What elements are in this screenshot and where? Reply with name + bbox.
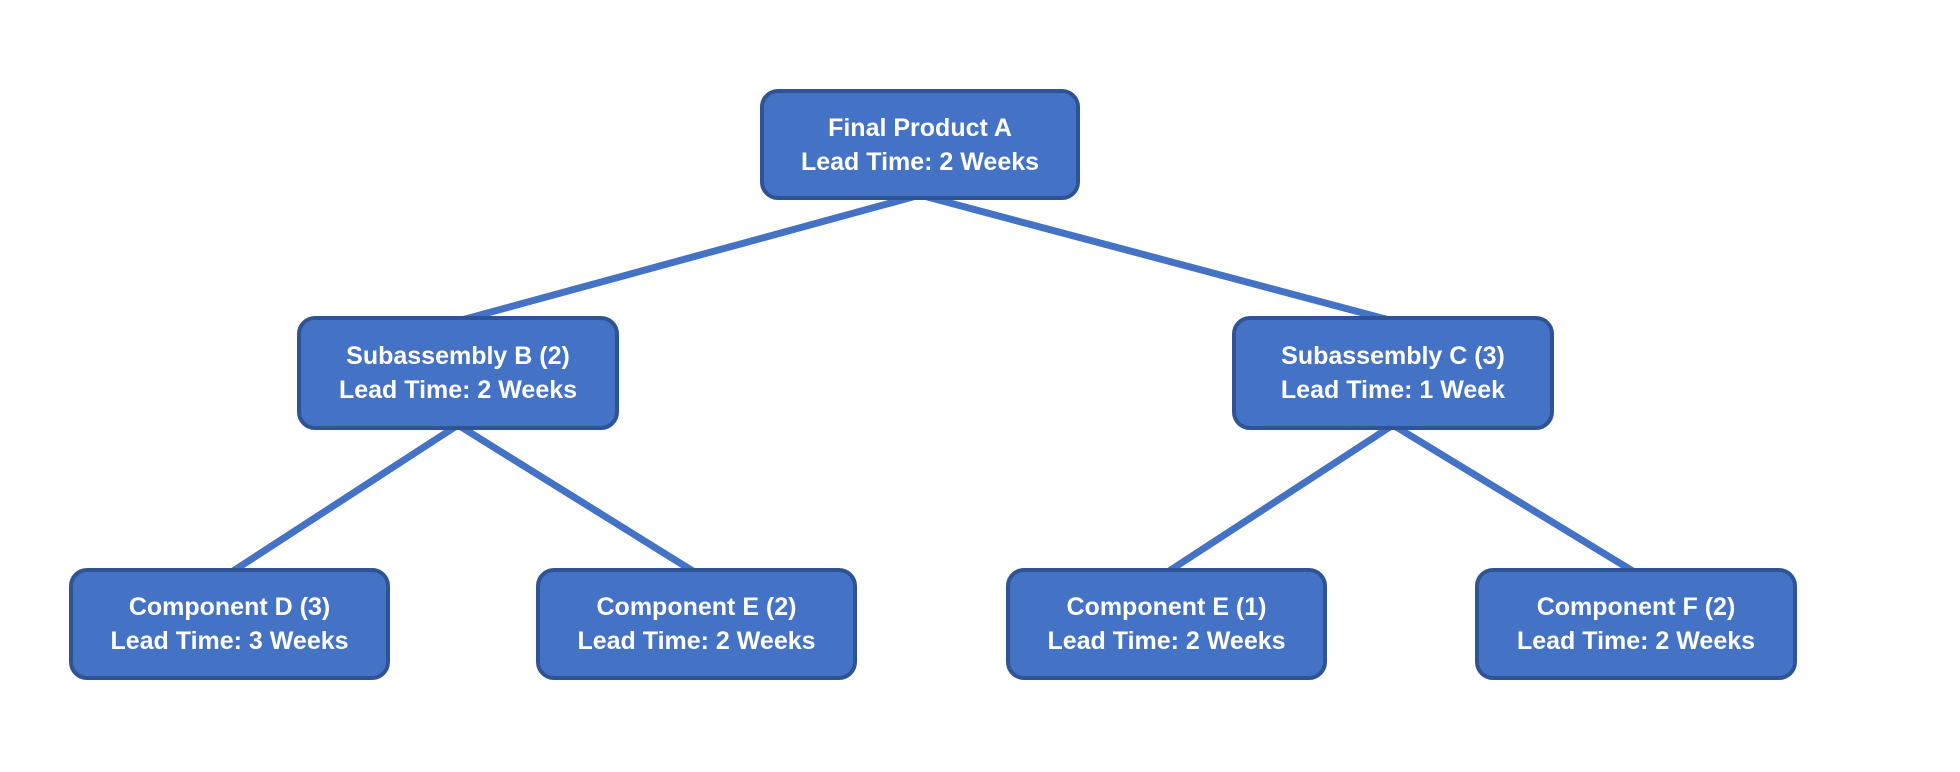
connector-b-to-d [226, 421, 462, 577]
node-lead-time: Lead Time: 2 Weeks [1516, 627, 1756, 655]
node-component-e1: Component E (1) Lead Time: 2 Weeks [1006, 568, 1327, 680]
connector-a-to-c [916, 191, 1397, 325]
connector-c-to-e1 [1162, 421, 1397, 577]
connector-b-to-e2 [454, 421, 700, 577]
node-component-f: Component F (2) Lead Time: 2 Weeks [1475, 568, 1797, 680]
node-lead-time: Lead Time: 2 Weeks [800, 147, 1040, 176]
node-lead-time: Lead Time: 2 Weeks [338, 376, 578, 404]
node-label: Final Product A [828, 113, 1012, 142]
node-label: Component D (3) [128, 593, 331, 621]
node-label: Subassembly B (2) [346, 342, 570, 370]
node-subassembly-b: Subassembly B (2) Lead Time: 2 Weeks [297, 316, 619, 430]
node-lead-time: Lead Time: 1 Week [1280, 376, 1506, 404]
connector-c-to-f [1389, 421, 1640, 577]
node-subassembly-c: Subassembly C (3) Lead Time: 1 Week [1232, 316, 1554, 430]
node-lead-time: Lead Time: 2 Weeks [577, 627, 816, 655]
node-label: Component F (2) [1536, 593, 1736, 621]
node-final-product-a: Final Product A Lead Time: 2 Weeks [760, 89, 1080, 200]
node-component-d: Component D (3) Lead Time: 3 Weeks [69, 568, 390, 680]
connector-a-to-b [454, 191, 924, 325]
node-label: Component E (1) [1066, 593, 1267, 621]
node-label: Subassembly C (3) [1281, 342, 1505, 370]
node-lead-time: Lead Time: 2 Weeks [1047, 627, 1286, 655]
node-component-e2: Component E (2) Lead Time: 2 Weeks [536, 568, 857, 680]
node-label: Component E (2) [596, 593, 797, 621]
node-lead-time: Lead Time: 3 Weeks [110, 627, 349, 655]
